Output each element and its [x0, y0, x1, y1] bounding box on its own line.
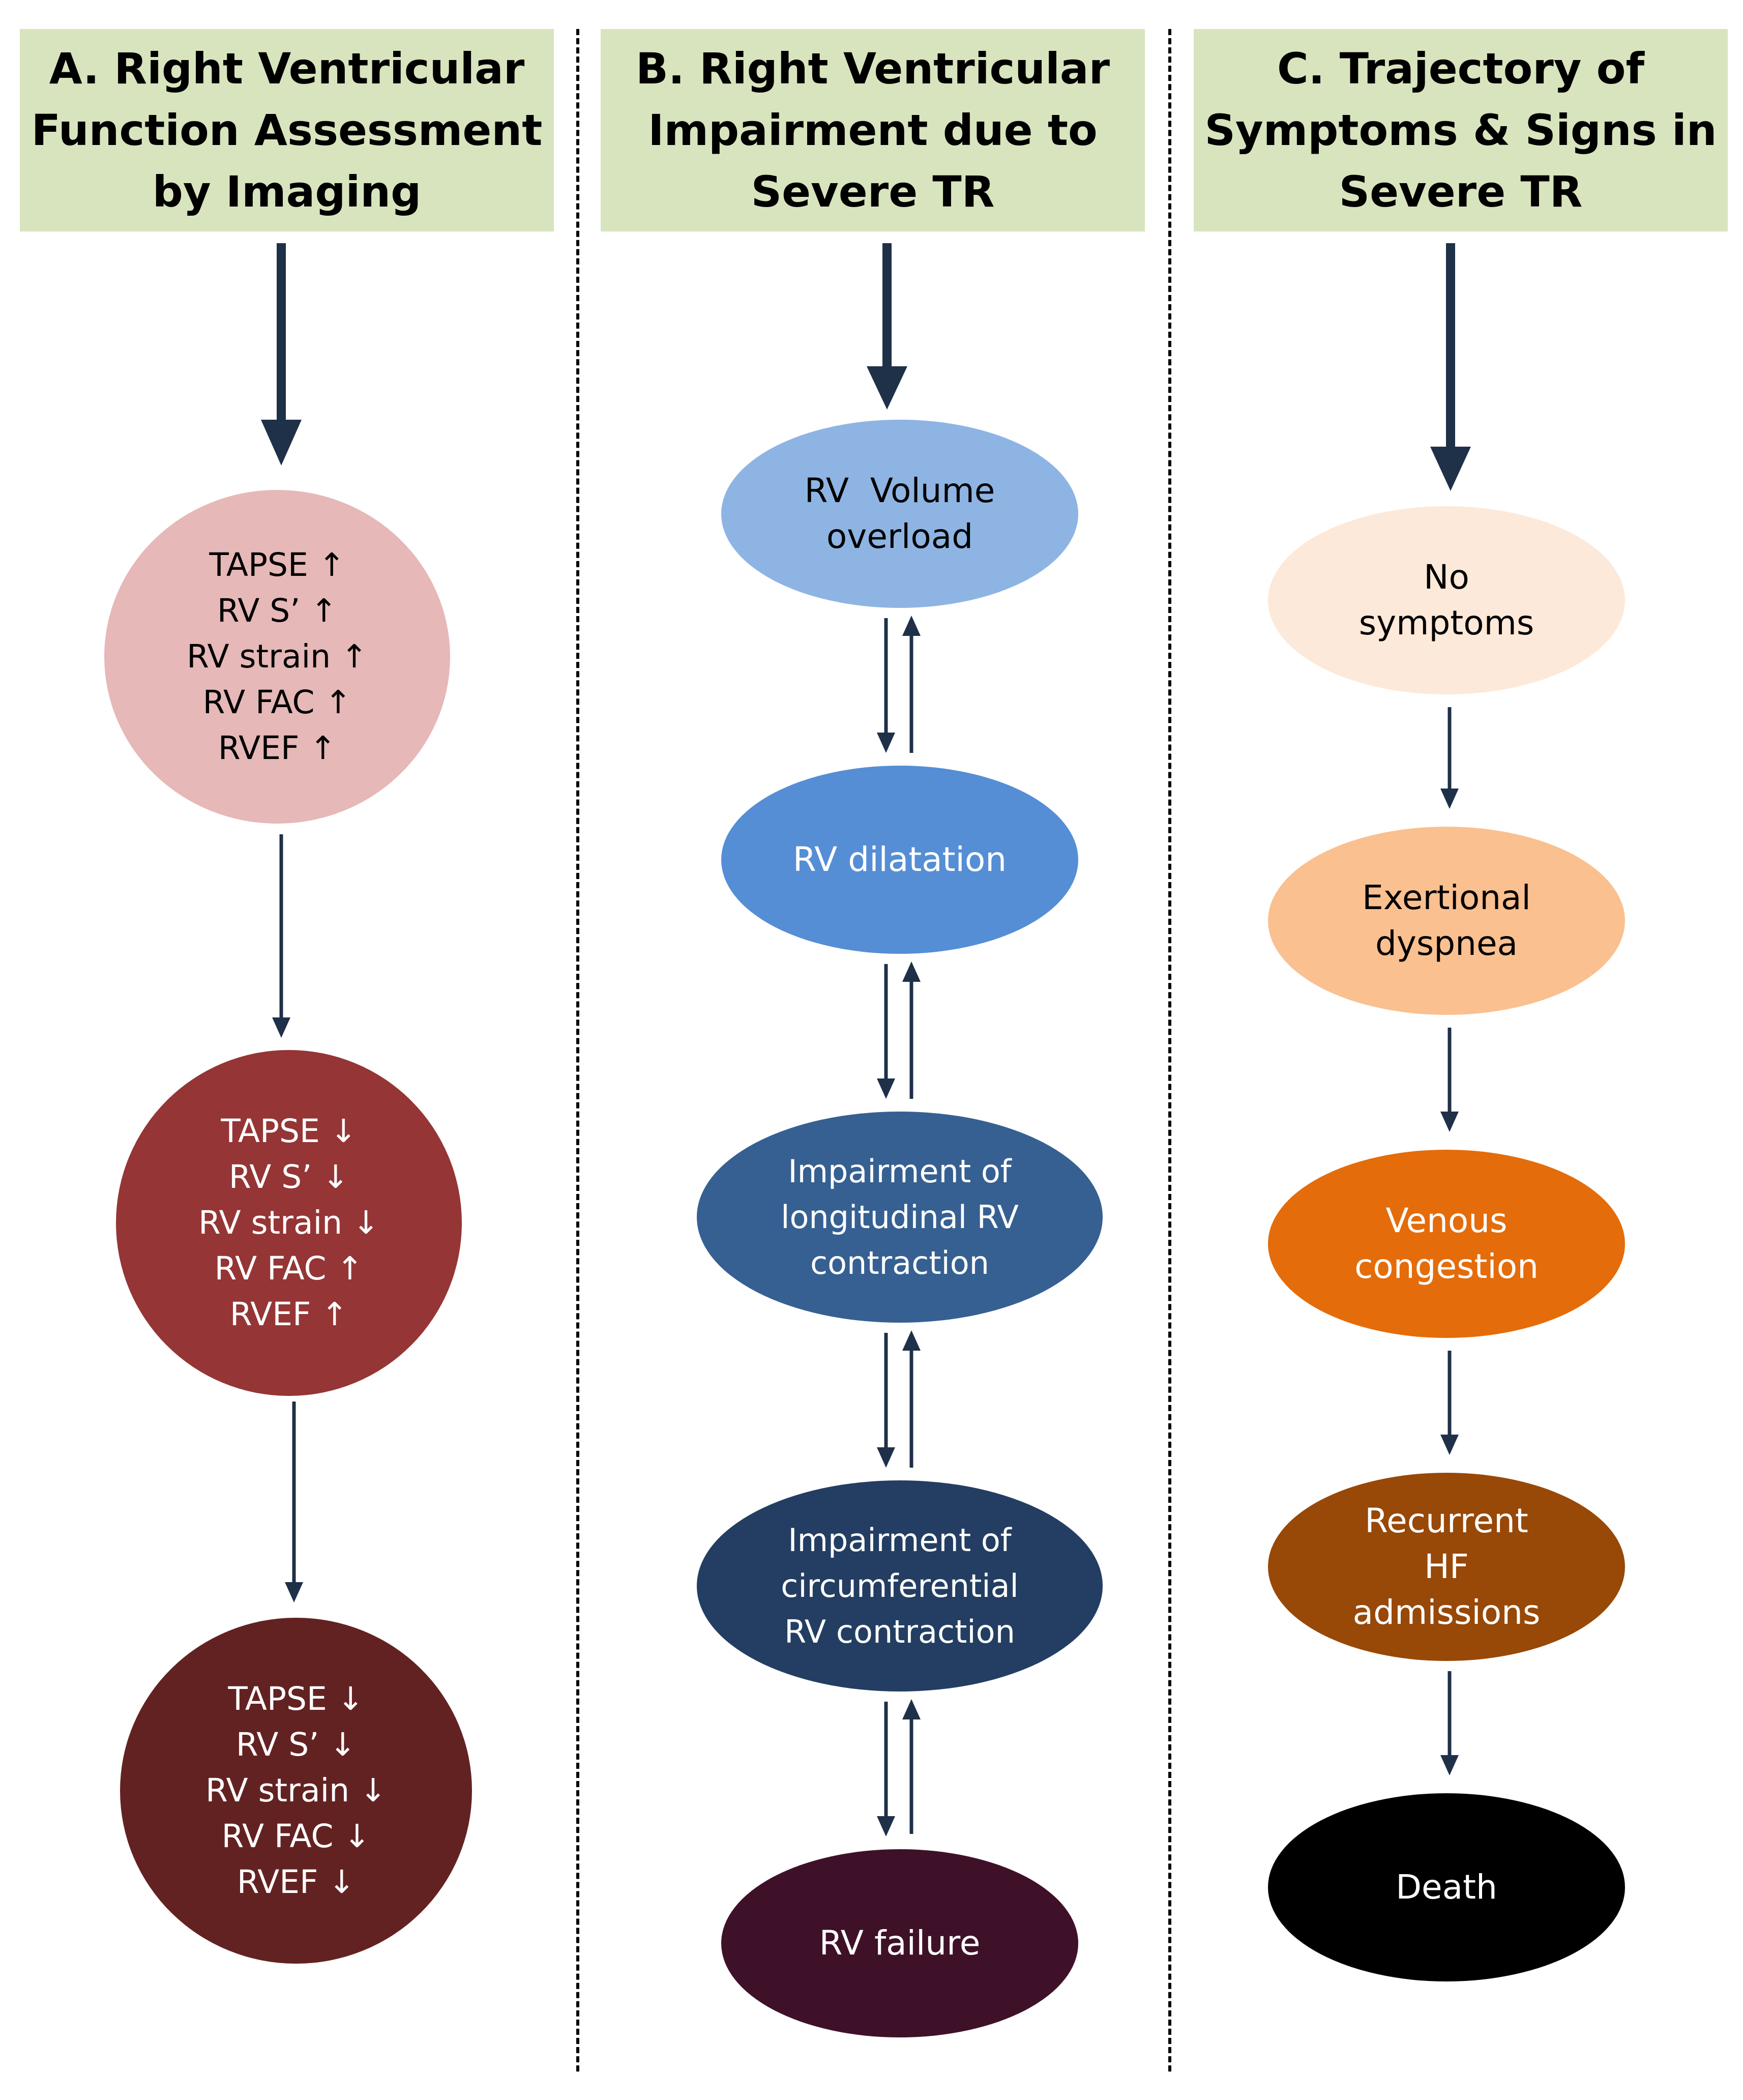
node-b-2: RV dilatation — [721, 766, 1078, 954]
node-b-5: RV failure — [721, 1849, 1078, 2037]
arrowhead-a-2 — [285, 1582, 303, 1602]
node-b-3-line: Impairment of — [788, 1152, 1012, 1190]
arrowhead-c-header — [1430, 447, 1471, 491]
header-b-line: Severe TR — [751, 166, 995, 217]
node-c-4-line: admissions — [1352, 1593, 1541, 1632]
node-c-3: Venous congestion — [1268, 1150, 1625, 1338]
arrowhead-b-up-2 — [902, 961, 921, 982]
node-b-4-line: Impairment of — [788, 1521, 1012, 1559]
node-a-2-line: RV strain ↓ — [198, 1204, 379, 1241]
node-a-3-line: RV strain ↓ — [205, 1772, 387, 1809]
header-a-line: Function Assessment — [31, 105, 543, 155]
arrowhead-a-header — [261, 420, 302, 465]
node-a-2-line: RVEF ↑ — [229, 1296, 348, 1333]
node-b-3: Impairment of longitudinal RV contractio… — [697, 1112, 1103, 1323]
node-c-2: Exertional dyspnea — [1268, 827, 1625, 1015]
node-b-3-line: contraction — [810, 1244, 989, 1281]
arrowhead-b-down-1 — [877, 733, 895, 753]
node-a-1-line: RV strain ↑ — [187, 638, 368, 675]
arrowhead-c-1 — [1440, 789, 1459, 809]
node-b-4: Impairment of circumferential RV contrac… — [697, 1480, 1103, 1691]
arrowhead-b-header — [867, 366, 907, 410]
arrowhead-b-down-3 — [877, 1447, 895, 1468]
column-divider-left — [576, 29, 579, 2072]
node-c-4-line: Recurrent — [1365, 1501, 1528, 1540]
arrowhead-b-down-2 — [877, 1078, 895, 1099]
arrowhead-c-4 — [1440, 1755, 1459, 1775]
header-a: A. Right Ventricular Function Assessment… — [20, 29, 554, 231]
node-b-2-line: RV dilatation — [792, 840, 1007, 879]
node-b-1-line: RV Volume — [804, 471, 995, 510]
node-a-3-line: RV S’ ↓ — [235, 1726, 357, 1763]
node-a-1-line: RV S’ ↑ — [217, 592, 338, 629]
node-a-2: TAPSE ↓ RV S’ ↓ RV strain ↓ RV FAC ↑ RVE… — [116, 1050, 462, 1396]
arrowhead-b-up-1 — [902, 616, 921, 636]
header-b-line: Impairment due to — [648, 105, 1098, 155]
node-b-4-line: circumferential — [781, 1567, 1019, 1605]
node-c-3-line: congestion — [1354, 1247, 1539, 1286]
arrowhead-b-up-3 — [902, 1330, 921, 1351]
header-a-text: A. Right Ventricular Function Assessment… — [32, 38, 543, 223]
node-b-1-line: overload — [826, 517, 973, 556]
column-divider-right — [1168, 29, 1171, 2072]
node-c-3-line: Venous — [1385, 1201, 1508, 1240]
node-c-4: Recurrent HF admissions — [1268, 1473, 1625, 1661]
node-c-4-line: HF — [1424, 1547, 1469, 1586]
arrowhead-b-down-4 — [877, 1816, 895, 1836]
header-b: B. Right Ventricular Impairment due to S… — [601, 29, 1145, 231]
node-a-1-line: TAPSE ↑ — [209, 546, 345, 584]
header-c-line: C. Trajectory of — [1277, 43, 1645, 94]
arrowhead-c-3 — [1440, 1435, 1459, 1455]
node-c-2-line: dyspnea — [1375, 924, 1518, 963]
node-a-1-line: RV FAC ↑ — [202, 684, 352, 721]
node-c-5: Death — [1268, 1793, 1625, 1981]
header-b-text: B. Right Ventricular Impairment due to S… — [636, 38, 1110, 223]
node-a-3-line: RV FAC ↓ — [221, 1818, 371, 1855]
node-c-2-line: Exertional — [1362, 878, 1531, 917]
node-c-1-line: symptoms — [1358, 603, 1534, 643]
node-a-2-line: RV S’ ↓ — [228, 1158, 349, 1195]
node-b-1: RV Volume overload — [721, 420, 1078, 608]
node-a-2-line: RV FAC ↑ — [214, 1250, 364, 1287]
node-a-3: TAPSE ↓ RV S’ ↓ RV strain ↓ RV FAC ↓ RVE… — [120, 1618, 472, 1964]
node-a-2-line: TAPSE ↓ — [221, 1113, 357, 1150]
node-c-1: No symptoms — [1268, 506, 1625, 694]
arrowhead-b-up-4 — [902, 1699, 921, 1719]
header-c: C. Trajectory of Symptoms & Signs in Sev… — [1194, 29, 1728, 231]
node-b-5-line: RV failure — [819, 1923, 981, 1963]
node-a-3-line: RVEF ↓ — [237, 1863, 356, 1901]
node-c-5-line: Death — [1396, 1868, 1497, 1907]
header-a-line: A. Right Ventricular — [49, 43, 525, 94]
header-c-line: Symptoms & Signs in — [1204, 105, 1717, 155]
node-c-1-line: No — [1424, 558, 1469, 597]
header-b-line: B. Right Ventricular — [635, 43, 1110, 94]
header-c-text: C. Trajectory of Symptoms & Signs in Sev… — [1204, 38, 1717, 223]
node-a-1: TAPSE ↑ RV S’ ↑ RV strain ↑ RV FAC ↑ RVE… — [104, 490, 450, 824]
header-a-line: by Imaging — [152, 166, 422, 217]
arrowhead-a-1 — [272, 1017, 290, 1038]
node-b-4-line: RV contraction — [784, 1613, 1015, 1650]
header-c-line: Severe TR — [1339, 166, 1583, 217]
arrowhead-c-2 — [1440, 1112, 1459, 1132]
node-a-1-line: RVEF ↑ — [218, 730, 337, 767]
node-b-3-line: longitudinal RV — [781, 1198, 1019, 1236]
node-a-3-line: TAPSE ↓ — [228, 1680, 364, 1717]
